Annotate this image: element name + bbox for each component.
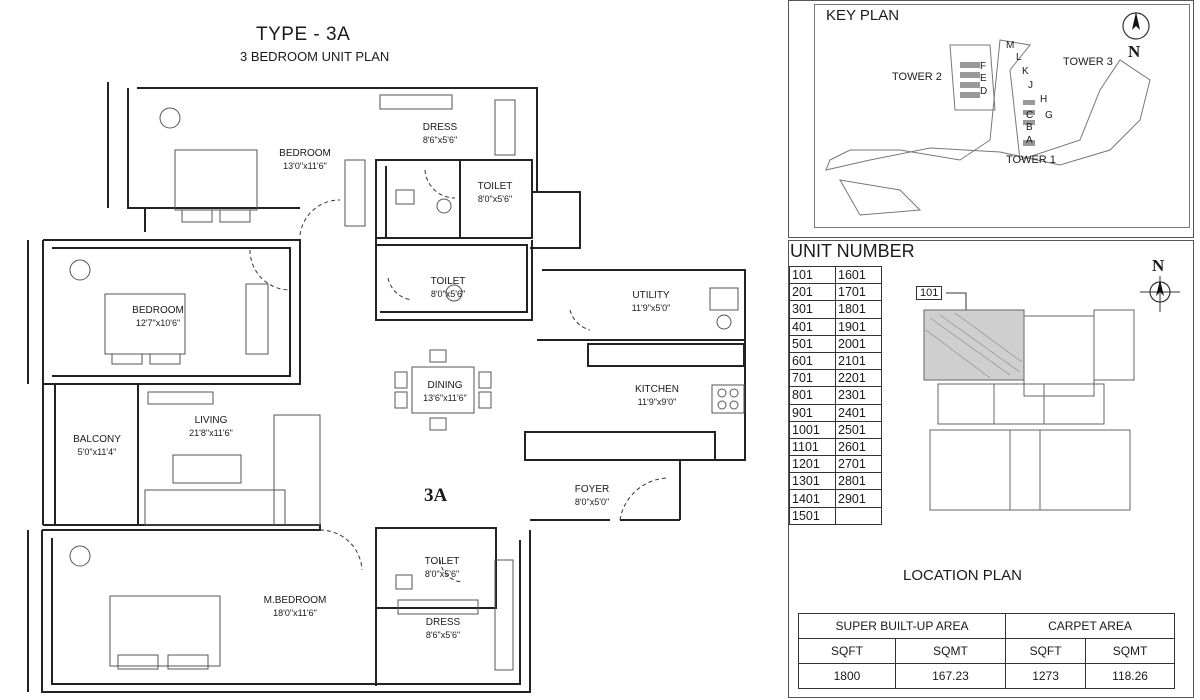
unit-number-cell: 2701 (835, 455, 882, 474)
unit-number-cell: 501 (789, 334, 836, 353)
block-m: M (1006, 40, 1015, 51)
key-plan-title: KEY PLAN (826, 7, 900, 24)
location-north-label: N (1152, 256, 1165, 275)
block-d: D (980, 86, 988, 97)
carpet-area-header: CARPET AREA (1005, 613, 1175, 639)
block-c: C (1026, 110, 1034, 121)
unit-number-cell: 901 (789, 403, 836, 422)
unit-number-cell: 1501 (789, 506, 836, 525)
unit-number-cell: 2901 (835, 489, 882, 508)
key-plan-inner-frame (814, 4, 1190, 228)
unit-sqmt-carpet: SQMT (1085, 638, 1175, 664)
block-j: J (1028, 80, 1033, 91)
key-plan-frame (788, 0, 1194, 238)
block-a: A (1026, 135, 1033, 146)
block-k: K (1022, 66, 1029, 77)
key-plan-north-label: N (1128, 42, 1141, 61)
unit-number-cell: 2001 (835, 334, 882, 353)
unit-sqft-super: SQFT (798, 638, 896, 664)
value-carpet-sqmt: 118.26 (1085, 663, 1175, 689)
value-super-sqmt: 167.23 (894, 663, 1007, 689)
block-g: G (1045, 110, 1053, 121)
location-panel-frame (788, 240, 1194, 698)
unit-number-cell (835, 506, 882, 525)
unit-number-row: 1501 (789, 506, 882, 525)
tower-3-label: TOWER 3 (1063, 56, 1113, 68)
unit-sqft-carpet: SQFT (1004, 638, 1087, 664)
unit-number-cell: 401 (789, 317, 836, 336)
location-unit-tag: 101 (916, 286, 943, 300)
block-f: F (980, 61, 987, 72)
block-e: E (980, 73, 987, 84)
tower-2-label: TOWER 2 (892, 71, 942, 83)
block-l: L (1016, 52, 1022, 63)
area-table: SUPER BUILT-UP AREA CARPET AREA SQFT SQM… (798, 613, 1175, 689)
unit-number-cell: 1101 (789, 437, 836, 457)
plan-subtitle: 3 BEDROOM UNIT PLAN (240, 49, 390, 64)
plan-title: TYPE - 3A (256, 24, 351, 45)
block-b: B (1026, 122, 1033, 133)
unit-type-label: 3A (424, 485, 448, 506)
location-plan-title: LOCATION PLAN (903, 567, 1022, 584)
unit-number-cell: 1201 (789, 455, 836, 474)
unit-sqmt-super: SQMT (894, 638, 1007, 664)
unit-number-cell: 801 (789, 386, 836, 405)
super-built-up-area-header: SUPER BUILT-UP AREA (798, 613, 1006, 639)
unit-number-title: UNIT NUMBER (790, 241, 915, 261)
value-carpet-sqft: 1273 (1004, 663, 1087, 689)
tower-1-label: TOWER 1 (1006, 154, 1056, 166)
unit-number-cell: 701 (789, 369, 836, 388)
block-h: H (1040, 94, 1048, 105)
value-super-sqft: 1800 (798, 663, 896, 689)
